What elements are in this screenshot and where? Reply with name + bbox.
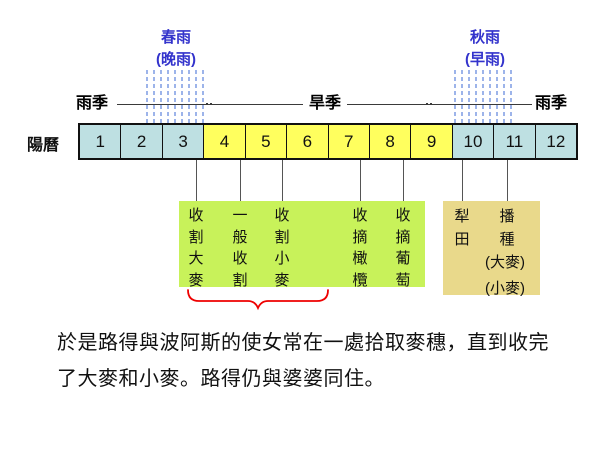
line-break-dot	[426, 103, 428, 105]
rainy-season-label-right: 雨季	[535, 95, 568, 112]
caption-text: 於是路得與波阿斯的使女常在一處拾取麥穗，直到收完 了大麥和小麥。路得仍與婆婆同住…	[57, 325, 549, 397]
connector-line	[240, 160, 241, 201]
autumn-rain-label: 秋雨 (早雨)	[425, 27, 545, 71]
caption-line-2: 了大麥和小麥。路得仍與婆婆同住。	[57, 368, 385, 390]
month-cell-3: 3	[162, 125, 205, 158]
harvest-column-general: 一般收割	[232, 207, 248, 289]
farming-activities-box: 犁田 播種 (大麥) (小麥)	[443, 201, 540, 297]
dry-season-label: 旱季	[303, 96, 348, 112]
farming-column-plowing: 犁田	[454, 208, 470, 248]
connector-line	[403, 160, 404, 201]
month-cell-5: 5	[245, 125, 288, 158]
connector-line	[282, 160, 283, 201]
connector-line	[196, 160, 197, 201]
month-cell-2: 2	[121, 125, 163, 158]
autumn-rain-hatch	[454, 70, 517, 123]
month-row: 1 2 3 4 5 6 7 8 9 10 11 12	[78, 123, 578, 160]
spring-rain-title: 春雨	[160, 29, 191, 46]
farming-column-sowing: 播種	[499, 208, 515, 248]
harvest-column-grapes: 收摘葡萄	[395, 207, 411, 289]
caption-line-1: 於是路得與波阿斯的使女常在一處拾取麥穗，直到收完	[57, 332, 549, 354]
spring-rain-subtitle: (晚雨)	[156, 51, 196, 68]
autumn-rain-title: 秋雨	[469, 29, 500, 46]
spring-rain-hatch	[146, 70, 206, 123]
month-cell-8: 8	[369, 125, 412, 158]
month-cell-10: 10	[452, 125, 495, 158]
month-cell-4: 4	[204, 125, 246, 158]
connector-line	[462, 160, 463, 201]
month-cell-9: 9	[411, 125, 453, 158]
connector-line	[507, 160, 508, 201]
harvest-column-barley: 收割大麥	[188, 207, 204, 289]
month-cell-6: 6	[287, 125, 329, 158]
harvest-activities-box: 收割大麥 一般收割 收割小麥 收摘橄欖 收摘葡萄	[179, 201, 425, 289]
month-cell-1: 1	[80, 125, 122, 158]
red-underbrace	[187, 289, 329, 311]
harvest-column-wheat: 收割小麥	[274, 207, 290, 289]
month-cell-12: 12	[535, 125, 577, 158]
line-break-dot	[206, 103, 208, 105]
rainy-season-label-left: 雨季	[76, 95, 109, 112]
month-cell-7: 7	[328, 125, 370, 158]
month-cell-11: 11	[494, 125, 536, 158]
farming-note-wheat: (小麥)	[485, 280, 525, 297]
autumn-rain-subtitle: (早雨)	[465, 51, 505, 68]
line-break-dot	[210, 103, 212, 105]
line-break-dot	[430, 103, 432, 105]
calendar-row-label: 陽曆	[27, 137, 60, 154]
harvest-column-olives: 收摘橄欖	[352, 207, 368, 289]
connector-line	[360, 160, 361, 201]
spring-rain-label: 春雨 (晚雨)	[116, 27, 236, 71]
farming-note-barley: (大麥)	[485, 254, 525, 271]
